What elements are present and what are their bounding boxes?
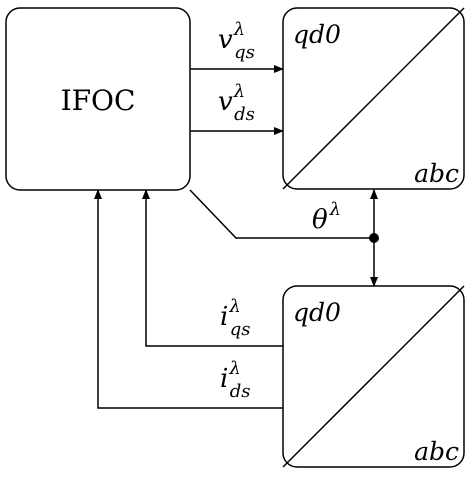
ifoc-label: IFOC [61,84,136,117]
ids-feedback-arrow [94,189,283,409]
iqs-feedback-arrow [142,189,283,347]
top-transform-bottom-label: abc [414,159,459,188]
top-transform-top-label: qd0 [293,20,341,49]
bottom-transform-top-label: qd0 [293,298,341,327]
top-transform-block: qd0 abc [282,7,465,190]
ifoc-block: IFOC [5,7,191,191]
top-transform-diagonal [282,7,465,190]
theta-wire [189,189,374,239]
bottom-transform-bottom-label: abc [414,437,459,466]
bottom-transform-diagonal [282,285,465,468]
bottom-transform-block: qd0 abc [282,285,465,468]
